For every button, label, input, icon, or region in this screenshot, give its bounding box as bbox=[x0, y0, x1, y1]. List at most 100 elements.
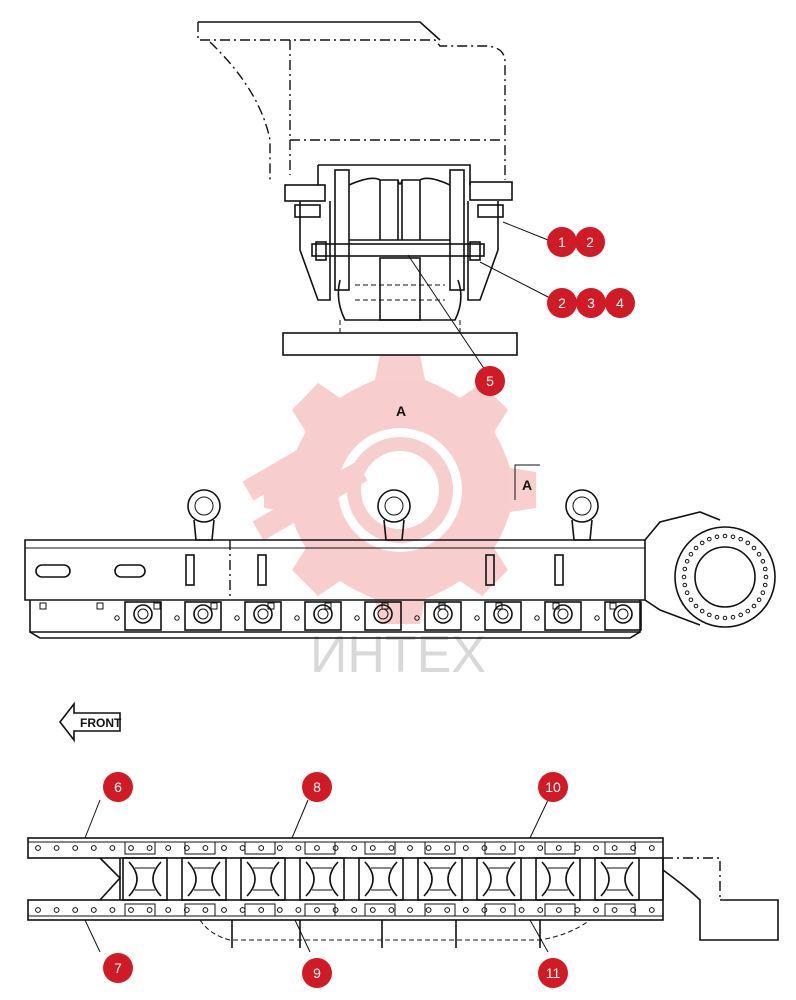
lifting-eye-1 bbox=[187, 489, 221, 541]
link-hole bbox=[109, 907, 116, 913]
idler-hole bbox=[699, 540, 705, 546]
link-hole bbox=[630, 845, 637, 851]
link-hole bbox=[462, 845, 469, 851]
svg-text:4: 4 bbox=[616, 295, 624, 311]
link-hole bbox=[35, 907, 41, 913]
link-hole bbox=[500, 907, 506, 913]
plan-roller bbox=[594, 857, 640, 901]
link-hole bbox=[611, 907, 618, 913]
link-hole bbox=[128, 907, 134, 913]
plan-roller bbox=[122, 857, 168, 901]
link-hole bbox=[518, 845, 525, 851]
side-roller bbox=[294, 601, 342, 631]
link-block bbox=[184, 903, 216, 917]
link-hole bbox=[183, 845, 190, 851]
track-links-upper bbox=[35, 841, 655, 855]
link-hole bbox=[369, 845, 376, 851]
link-block bbox=[304, 903, 336, 917]
link-block bbox=[184, 841, 216, 855]
svg-text:9: 9 bbox=[313, 965, 321, 981]
link-hole bbox=[425, 907, 432, 913]
idler-hole bbox=[751, 603, 757, 609]
link-hole bbox=[593, 845, 599, 851]
idler-hole bbox=[707, 612, 712, 618]
link-hole bbox=[537, 845, 544, 851]
link-block bbox=[364, 903, 396, 917]
callout-2a[interactable]: 2 bbox=[575, 227, 605, 257]
callout-1[interactable]: 1 bbox=[547, 227, 577, 257]
callout-4[interactable]: 4 bbox=[605, 288, 635, 318]
link-hole bbox=[369, 907, 376, 913]
link-hole bbox=[146, 845, 153, 851]
link-hole bbox=[425, 845, 432, 851]
link-hole bbox=[35, 845, 41, 851]
link-block bbox=[544, 841, 576, 855]
link-block bbox=[364, 841, 396, 855]
link-hole bbox=[351, 845, 358, 851]
link-hole bbox=[388, 845, 395, 851]
link-hole bbox=[239, 845, 246, 851]
svg-text:7: 7 bbox=[114, 960, 122, 976]
link-hole bbox=[72, 907, 79, 913]
callout-5[interactable]: 5 bbox=[475, 366, 505, 396]
callout-11[interactable]: 11 bbox=[538, 958, 568, 988]
link-hole bbox=[518, 907, 525, 913]
side-clip bbox=[495, 602, 503, 610]
link-hole bbox=[555, 907, 562, 913]
link-hole bbox=[276, 907, 283, 913]
link-hole bbox=[202, 845, 209, 851]
link-hole bbox=[109, 845, 116, 851]
link-hole bbox=[221, 907, 227, 913]
link-hole bbox=[351, 907, 358, 913]
link-hole bbox=[444, 845, 451, 851]
link-hole bbox=[648, 845, 655, 851]
side-roller bbox=[414, 601, 462, 631]
side-clip bbox=[210, 602, 218, 610]
idler-hole bbox=[688, 551, 694, 557]
link-block bbox=[604, 841, 636, 855]
idler-hole bbox=[688, 597, 694, 603]
link-hole bbox=[407, 907, 413, 913]
idler-hole bbox=[684, 590, 690, 595]
link-hole bbox=[407, 845, 413, 851]
callout-9[interactable]: 9 bbox=[302, 958, 332, 988]
idler-hole bbox=[682, 566, 688, 572]
plan-roller bbox=[240, 857, 286, 901]
idler-hole bbox=[756, 597, 762, 603]
idler-hole bbox=[730, 534, 736, 540]
link-hole bbox=[165, 845, 172, 851]
link-hole bbox=[90, 845, 97, 851]
link-hole bbox=[462, 907, 469, 913]
svg-text:2: 2 bbox=[586, 234, 594, 250]
side-roller bbox=[474, 601, 522, 631]
link-block bbox=[244, 841, 276, 855]
callout-8[interactable]: 8 bbox=[302, 772, 332, 802]
side-clip bbox=[96, 602, 104, 610]
link-hole bbox=[648, 907, 655, 913]
side-roller bbox=[354, 601, 402, 631]
callout-10[interactable]: 10 bbox=[538, 772, 568, 802]
svg-text:5: 5 bbox=[486, 373, 494, 389]
idler-hole bbox=[760, 590, 766, 595]
callout-7[interactable]: 7 bbox=[103, 953, 133, 983]
side-roller bbox=[174, 601, 222, 631]
plan-roller bbox=[535, 857, 581, 901]
link-hole bbox=[146, 907, 153, 913]
callout-3[interactable]: 3 bbox=[576, 288, 606, 318]
link-hole bbox=[221, 845, 227, 851]
svg-text:6: 6 bbox=[114, 779, 122, 795]
callout-2b[interactable]: 2 bbox=[547, 288, 577, 318]
idler-hole bbox=[681, 574, 687, 580]
callout-6[interactable]: 6 bbox=[103, 772, 133, 802]
svg-text:1: 1 bbox=[558, 234, 566, 250]
track-rollers-plan bbox=[122, 857, 640, 901]
idler-bolt-circle bbox=[681, 533, 769, 621]
link-hole bbox=[574, 845, 581, 851]
link-hole bbox=[295, 845, 302, 851]
link-hole bbox=[183, 907, 190, 913]
front-direction-arrow: FRONT bbox=[58, 701, 122, 743]
link-hole bbox=[258, 907, 265, 913]
svg-text:2: 2 bbox=[558, 295, 566, 311]
side-roller bbox=[234, 601, 282, 631]
link-hole bbox=[258, 845, 265, 851]
